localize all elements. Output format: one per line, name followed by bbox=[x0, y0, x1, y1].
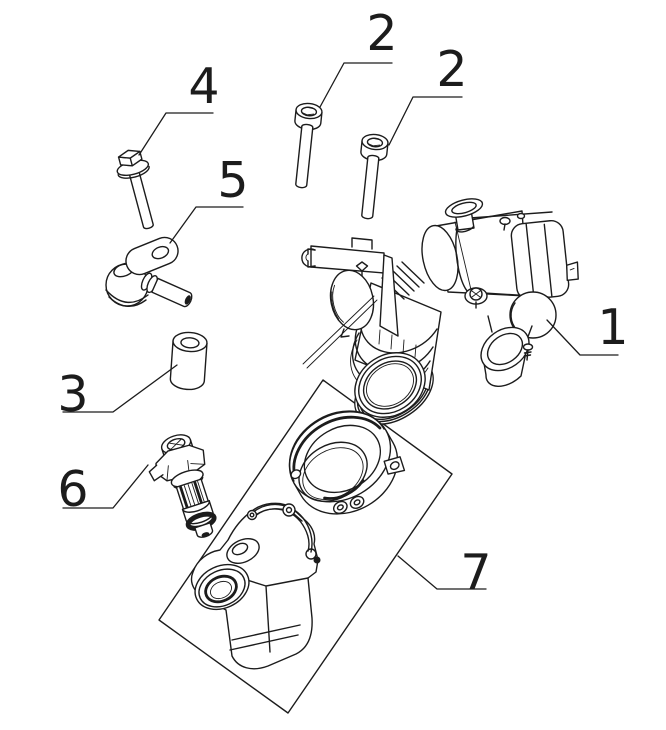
housing-screw-top bbox=[499, 212, 526, 231]
part-2-socket-screw-right bbox=[353, 132, 390, 221]
callout-6: 6 bbox=[57, 461, 88, 518]
leader-5 bbox=[169, 206, 244, 244]
leader-6 bbox=[62, 464, 149, 509]
vacuum-port bbox=[444, 198, 484, 233]
leader-2a bbox=[319, 62, 393, 108]
bore-opening bbox=[354, 352, 426, 418]
callout-5: 5 bbox=[217, 152, 248, 209]
part-3-spacer-sleeve bbox=[169, 331, 208, 391]
gusset-plate bbox=[379, 254, 399, 337]
callout-2b: 2 bbox=[436, 41, 467, 98]
part-4-hex-flange-bolt bbox=[116, 149, 154, 230]
motor-and-connector bbox=[510, 219, 579, 301]
part-5-hose-elbow bbox=[105, 236, 193, 308]
intake-adapter-collar bbox=[288, 410, 406, 515]
leader-2b bbox=[388, 96, 463, 146]
leader-7 bbox=[397, 555, 487, 590]
leader-3 bbox=[62, 364, 178, 413]
linkage-rod bbox=[302, 295, 378, 369]
manifold-screw-b bbox=[246, 509, 258, 521]
connector-tab bbox=[565, 261, 579, 281]
collar-clamp-tab bbox=[383, 456, 406, 475]
sensor-cover bbox=[509, 291, 557, 339]
manifold-intake-opening bbox=[194, 563, 250, 611]
intake-manifold-elbow bbox=[190, 502, 321, 670]
manifold-screw-a bbox=[282, 503, 303, 522]
part-6-fuel-injector bbox=[148, 434, 217, 538]
leader-1 bbox=[546, 319, 619, 356]
outlet-spigot bbox=[480, 315, 534, 387]
outlet-screw bbox=[522, 343, 534, 361]
collar-lug-b bbox=[349, 495, 365, 509]
grouping-plate-outline bbox=[158, 379, 453, 714]
leader-4 bbox=[138, 112, 214, 156]
part-2-socket-screw-left bbox=[287, 101, 324, 190]
part-1-throttle-body-assembly bbox=[301, 198, 579, 418]
callout-2a: 2 bbox=[366, 5, 397, 62]
gasket-bail-wire bbox=[251, 503, 321, 564]
callouts: 1 2 2 3 4 5 6 7 bbox=[57, 5, 628, 601]
idle-screw-washer bbox=[464, 287, 488, 309]
callout-3: 3 bbox=[57, 366, 88, 423]
collar-lug-c bbox=[290, 469, 302, 480]
callout-4: 4 bbox=[188, 58, 219, 115]
collar-lug-a bbox=[332, 500, 348, 515]
callout-1: 1 bbox=[597, 299, 628, 356]
callout-7: 7 bbox=[460, 544, 491, 601]
diamond-hole bbox=[355, 261, 369, 277]
cable-bracket-arm bbox=[301, 237, 399, 337]
manifold-port-boss bbox=[226, 538, 260, 564]
